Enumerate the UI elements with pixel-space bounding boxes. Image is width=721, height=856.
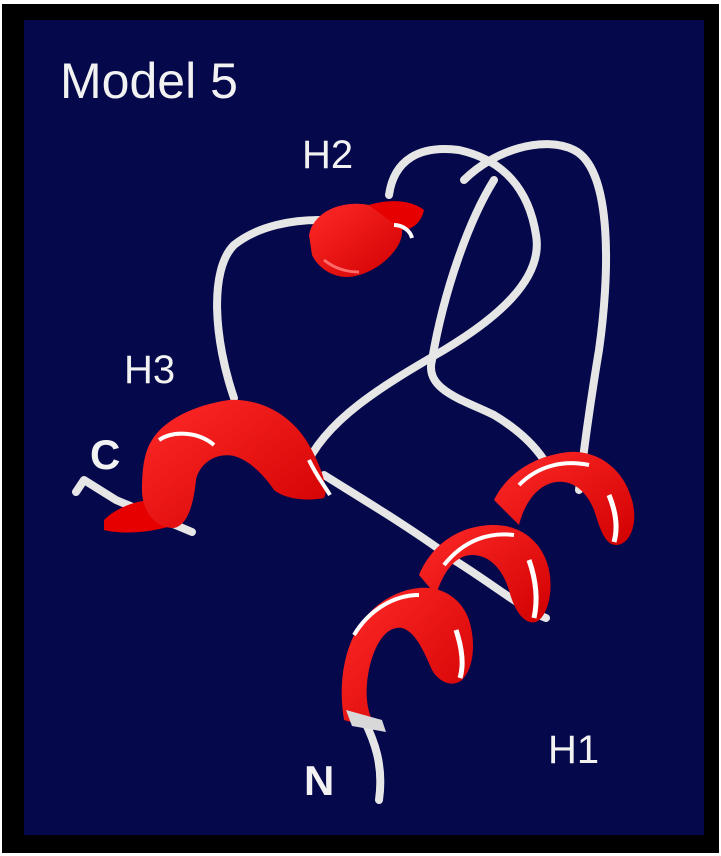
helix-label-h1: H1 (548, 730, 599, 770)
model-title: Model 5 (60, 56, 238, 106)
loop-h3-h2 (217, 220, 319, 398)
helix-label-h2: H2 (302, 135, 353, 175)
helix-h3 (104, 400, 330, 533)
protein-ribbon-structure (24, 20, 704, 835)
image-frame: Model 5 H2 H3 H1 C N (2, 4, 719, 853)
n-terminal-coil (364, 720, 380, 800)
helix-h2 (309, 201, 424, 277)
helix-h1 (342, 452, 635, 732)
helix-label-h3: H3 (124, 350, 175, 390)
n-terminus-label: N (304, 760, 334, 802)
c-terminus-label: C (90, 434, 120, 476)
molecule-viewport: Model 5 H2 H3 H1 C N (24, 20, 704, 835)
